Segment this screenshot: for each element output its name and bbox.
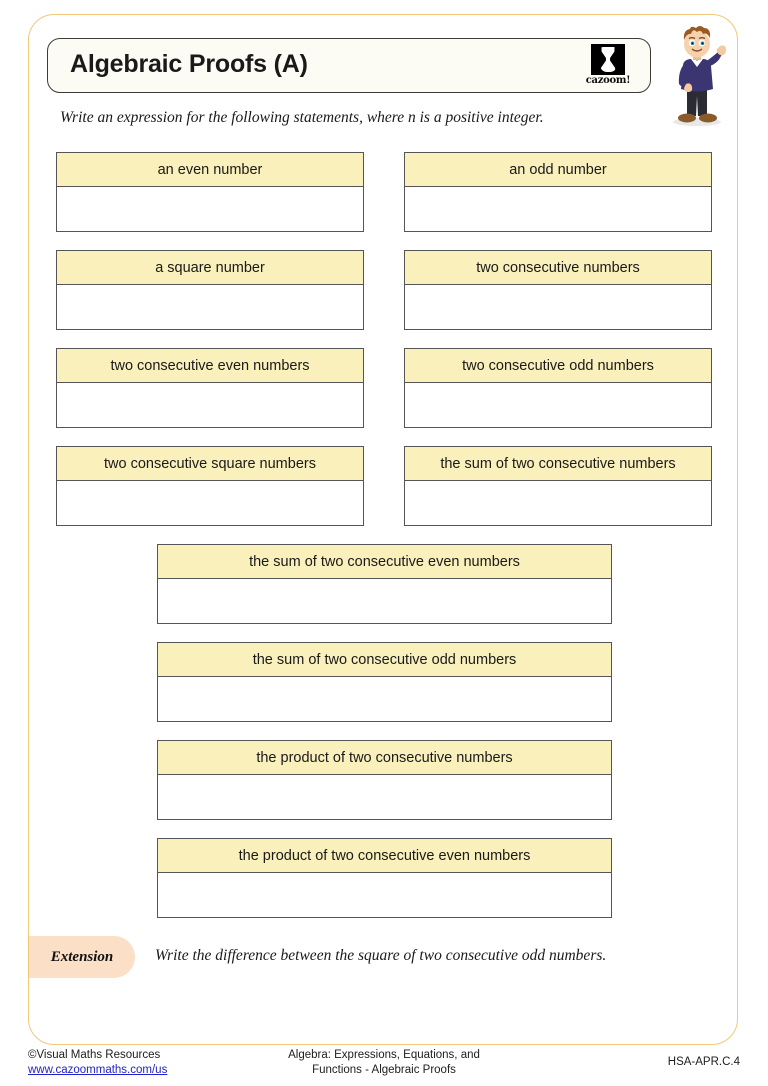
answer-field[interactable] <box>157 677 612 722</box>
answer-field[interactable] <box>157 873 612 918</box>
page-title: Algebraic Proofs (A) <box>70 50 308 78</box>
answer-field[interactable] <box>56 285 364 330</box>
footer: ©Visual Maths Resources www.cazoommaths.… <box>0 1046 768 1086</box>
answer-field[interactable] <box>404 383 712 428</box>
question-box-wide-2: the sum of two consecutive odd numbers <box>157 642 612 722</box>
question-prompt: the sum of two consecutive even numbers <box>157 544 612 579</box>
question-prompt: an even number <box>56 152 364 187</box>
question-prompt: two consecutive square numbers <box>56 446 364 481</box>
answer-field[interactable] <box>157 579 612 624</box>
answer-field[interactable] <box>404 285 712 330</box>
footer-topic-line2: Functions - Algebraic Proofs <box>312 1064 456 1076</box>
extension-text: Write the difference between the square … <box>155 947 607 964</box>
footer-topic-line1: Algebra: Expressions, Equations, and <box>288 1049 480 1061</box>
extension-label: Extension <box>50 948 114 965</box>
answer-field[interactable] <box>56 383 364 428</box>
answer-field[interactable] <box>56 187 364 232</box>
footer-standard-code: HSA-APR.C.4 <box>667 1056 740 1068</box>
question-box-wide-1: the sum of two consecutive even numbers <box>157 544 612 624</box>
question-box-right-2: an odd number <box>404 152 712 232</box>
question-prompt: a square number <box>56 250 364 285</box>
question-box-left-3: a square number <box>56 250 364 330</box>
question-box-right-6: two consecutive odd numbers <box>404 348 712 428</box>
answer-field[interactable] <box>404 187 712 232</box>
cazoom-hourglass-icon <box>591 44 625 75</box>
question-box-wide-3: the product of two consecutive numbers <box>157 740 612 820</box>
answer-field[interactable] <box>56 481 364 526</box>
extension-badge: Extension <box>29 936 135 978</box>
question-prompt: two consecutive odd numbers <box>404 348 712 383</box>
question-prompt: two consecutive numbers <box>404 250 712 285</box>
footer-copyright-block: ©Visual Maths Resources www.cazoommaths.… <box>28 1048 167 1078</box>
question-prompt: the sum of two consecutive numbers <box>404 446 712 481</box>
boy-mascot-icon <box>663 26 731 126</box>
question-prompt: the product of two consecutive even numb… <box>157 838 612 873</box>
footer-topic: Algebra: Expressions, Equations, and Fun… <box>268 1048 500 1078</box>
footer-website-link[interactable]: www.cazoommaths.com/us <box>28 1064 168 1076</box>
title-box: Algebraic Proofs (A) cazoom! <box>47 38 651 93</box>
question-box-right-8: the sum of two consecutive numbers <box>404 446 712 526</box>
cazoom-wordmark: cazoom! <box>585 75 631 86</box>
question-prompt: the sum of two consecutive odd numbers <box>157 642 612 677</box>
answer-field[interactable] <box>404 481 712 526</box>
question-prompt: an odd number <box>404 152 712 187</box>
instruction-text: Write an expression for the following st… <box>60 109 544 126</box>
question-box-left-1: an even number <box>56 152 364 232</box>
cazoom-logo: cazoom! <box>580 44 636 90</box>
question-box-left-5: two consecutive even numbers <box>56 348 364 428</box>
question-box-left-7: two consecutive square numbers <box>56 446 364 526</box>
question-box-right-4: two consecutive numbers <box>404 250 712 330</box>
question-prompt: the product of two consecutive numbers <box>157 740 612 775</box>
footer-copyright: ©Visual Maths Resources <box>28 1049 161 1061</box>
answer-field[interactable] <box>157 775 612 820</box>
question-prompt: two consecutive even numbers <box>56 348 364 383</box>
question-box-wide-4: the product of two consecutive even numb… <box>157 838 612 918</box>
